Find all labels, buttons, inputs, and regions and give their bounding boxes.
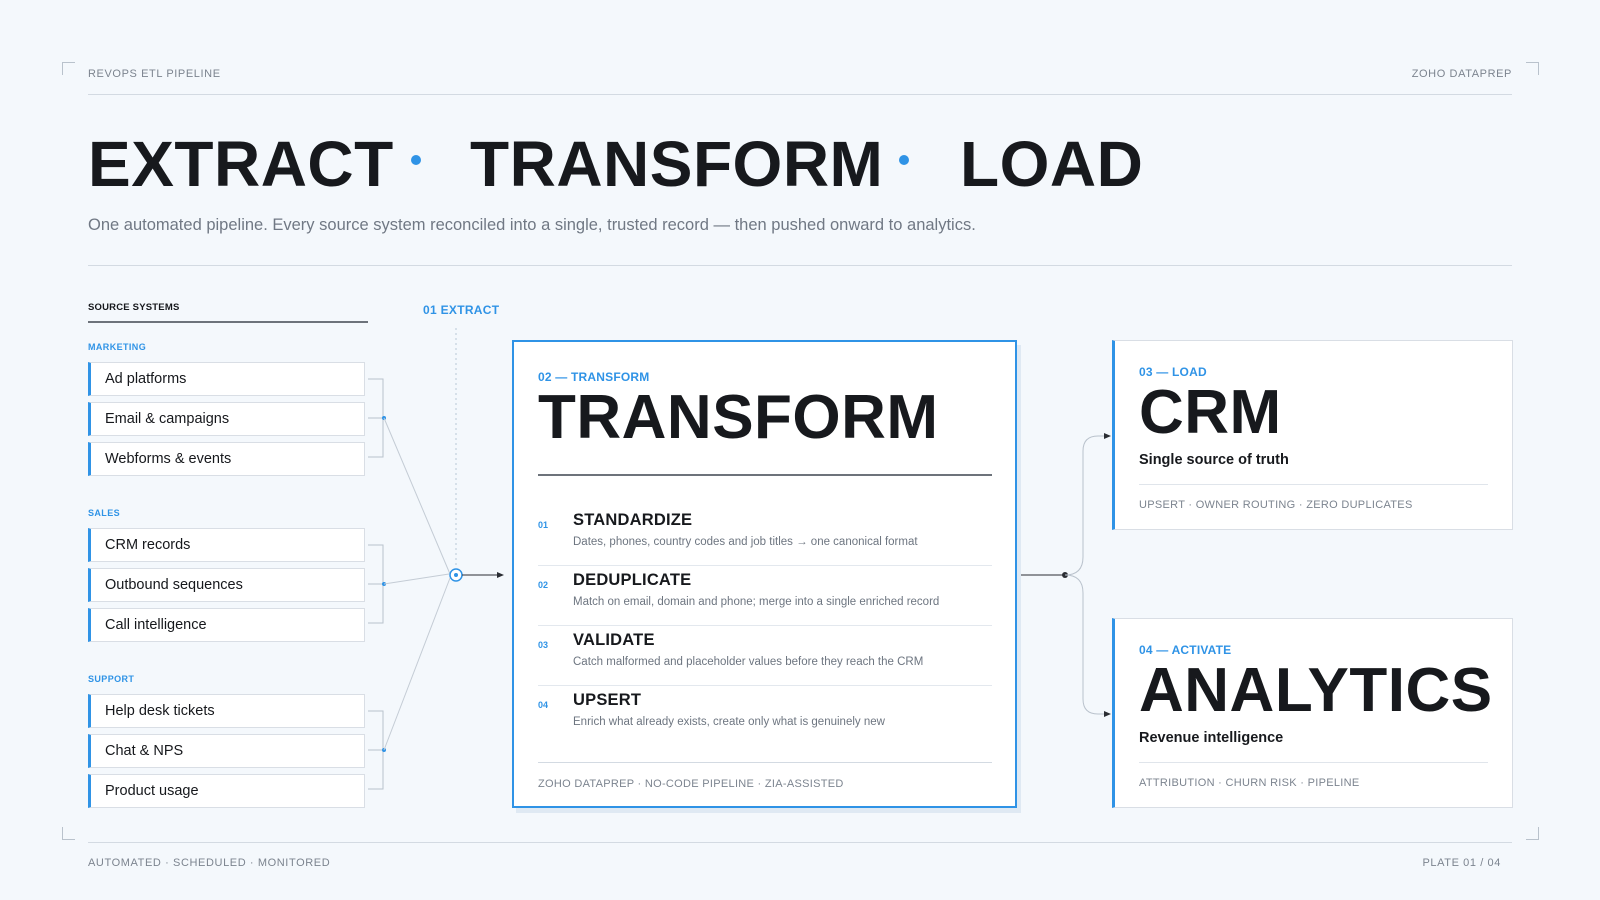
source-systems-rule — [88, 321, 368, 323]
marketing-bracket — [368, 378, 384, 458]
analytics-footer: ATTRIBUTION · CHURN RISK · PIPELINE — [1139, 777, 1360, 789]
step-number: 03 — [538, 640, 549, 650]
analytics-rule — [1139, 762, 1488, 763]
source-item-help-desk-tickets[interactable]: Help desk tickets — [88, 694, 365, 728]
marketing-feed-line — [383, 417, 451, 575]
footer-left-label: AUTOMATED · SCHEDULED · MONITORED — [88, 857, 331, 869]
crm-rule — [1139, 484, 1488, 485]
step-title: VALIDATE — [573, 631, 655, 649]
transform-step[interactable]: 02 DEDUPLICATE Match on email, domain an… — [538, 565, 992, 626]
support-feed-line — [383, 577, 451, 751]
step-description: Dates, phones, country codes and job tit… — [573, 536, 918, 548]
source-item-ad-platforms[interactable]: Ad platforms — [88, 362, 365, 396]
extract-hub-core — [454, 573, 458, 577]
step-number: 01 — [538, 520, 549, 530]
header-left-label: REVOPS ETL PIPELINE — [88, 68, 221, 80]
group-label-support: SUPPORT — [88, 674, 135, 684]
step-description: Catch malformed and placeholder values b… — [573, 656, 924, 668]
source-item-chat-nps[interactable]: Chat & NPS — [88, 734, 365, 768]
analytics-kicker: 04 — ACTIVATE — [1139, 643, 1232, 657]
analytics-arrowhead — [1104, 711, 1111, 717]
step-description: Enrich what already exists, create only … — [573, 716, 885, 728]
transform-title: TRANSFORM — [538, 383, 939, 452]
hero-subtitle: One automated pipeline. Every source sys… — [88, 216, 976, 234]
transform-step[interactable]: 04 UPSERT Enrich what already exists, cr… — [538, 685, 992, 745]
source-item-product-usage[interactable]: Product usage — [88, 774, 365, 808]
step-description: Match on email, domain and phone; merge … — [573, 596, 940, 608]
extract-stage-label: 01 EXTRACT — [423, 303, 500, 317]
group-label-sales: SALES — [88, 508, 121, 518]
frame-corner-bottom-right — [1526, 827, 1539, 840]
frame-corner-bottom-left — [62, 827, 75, 840]
crm-kicker: 03 — LOAD — [1139, 365, 1207, 379]
frame-corner-top-left — [62, 62, 75, 75]
analytics-title: ANALYTICS — [1139, 656, 1493, 725]
group-label-marketing: MARKETING — [88, 342, 147, 352]
step-number: 04 — [538, 700, 549, 710]
hero-divider — [88, 265, 1512, 266]
crm-arrowhead — [1104, 433, 1111, 439]
header-divider — [88, 94, 1512, 95]
hero-separator-dot — [899, 155, 909, 165]
footer-divider — [88, 842, 1512, 843]
hero-word-extract: EXTRACT — [88, 128, 394, 200]
support-bracket — [368, 710, 384, 790]
header-right-label: ZOHO DATAPREP — [1411, 68, 1512, 80]
analytics-card[interactable]: 04 — ACTIVATE ANALYTICS Revenue intellig… — [1112, 618, 1513, 808]
extract-arrowhead — [497, 572, 504, 578]
source-item-crm-records[interactable]: CRM records — [88, 528, 365, 562]
transform-step[interactable]: 01 STANDARDIZE Dates, phones, country co… — [538, 505, 992, 566]
transform-kicker: 02 — TRANSFORM — [538, 370, 650, 384]
step-title: UPSERT — [573, 691, 642, 709]
transform-step[interactable]: 03 VALIDATE Catch malformed and placehol… — [538, 625, 992, 686]
source-systems-header: SOURCE SYSTEMS — [88, 302, 180, 313]
transform-footer-rule — [538, 762, 992, 763]
transform-footer: ZOHO DATAPREP · NO-CODE PIPELINE · ZIA-A… — [538, 778, 844, 790]
crm-footer: UPSERT · OWNER ROUTING · ZERO DUPLICATES — [1139, 499, 1413, 511]
crm-card[interactable]: 03 — LOAD CRM Single source of truth UPS… — [1112, 340, 1513, 530]
source-item-outbound-sequences[interactable]: Outbound sequences — [88, 568, 365, 602]
step-number: 02 — [538, 580, 549, 590]
crm-subtitle: Single source of truth — [1139, 452, 1289, 468]
source-item-email-campaigns[interactable]: Email & campaigns — [88, 402, 365, 436]
sales-bracket — [368, 544, 384, 624]
step-title: STANDARDIZE — [573, 511, 693, 529]
sales-feed-line — [383, 573, 450, 585]
to-analytics-line — [1064, 574, 1105, 715]
hero-word-transform: TRANSFORM — [470, 128, 884, 200]
transform-title-rule — [538, 474, 992, 476]
to-crm-line — [1064, 435, 1105, 576]
frame-corner-top-right — [1526, 62, 1539, 75]
transform-card[interactable]: 02 — TRANSFORM TRANSFORM 01 STANDARDIZE … — [512, 340, 1017, 808]
source-item-webforms-events[interactable]: Webforms & events — [88, 442, 365, 476]
hero-separator-dot — [411, 155, 421, 165]
crm-title: CRM — [1139, 378, 1282, 447]
footer-right-label: PLATE 01 / 04 — [1422, 857, 1501, 869]
source-item-call-intelligence[interactable]: Call intelligence — [88, 608, 365, 642]
step-title: DEDUPLICATE — [573, 571, 692, 589]
hero-word-load: LOAD — [960, 128, 1144, 200]
analytics-subtitle: Revenue intelligence — [1139, 730, 1284, 746]
